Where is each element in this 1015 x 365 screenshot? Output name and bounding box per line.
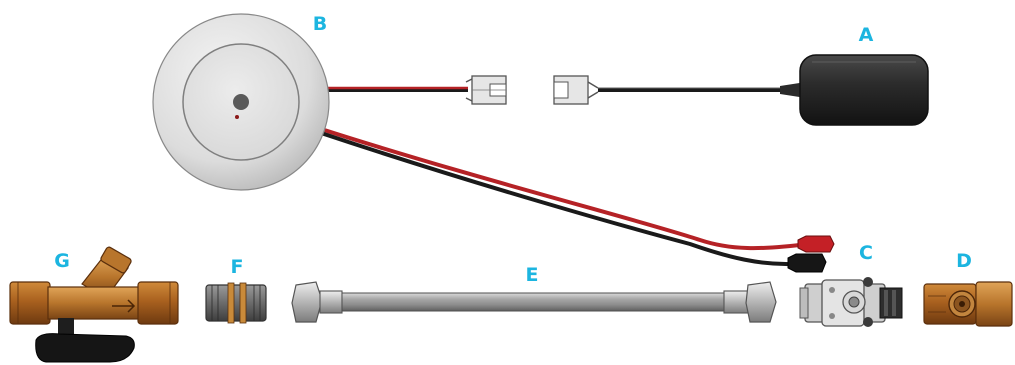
connector-plug-b (465, 75, 507, 105)
label-g: G (54, 250, 70, 272)
sensor-cable-black-long (317, 130, 796, 267)
sensor-cable-red-long (317, 126, 809, 251)
label-e: E (525, 264, 539, 286)
label-f: F (230, 256, 244, 278)
label-c: C (859, 242, 873, 264)
label-d: D (956, 250, 972, 272)
brass-check-valve-d (923, 281, 1013, 327)
connector-plug-a (553, 75, 790, 105)
sensor-lens-icon (233, 94, 249, 110)
wire-terminals (787, 235, 835, 273)
brass-ball-valve-g (9, 246, 179, 363)
braided-hose-e (291, 281, 777, 323)
power-supply-a (780, 54, 929, 126)
flow-arrow-icon (112, 299, 136, 313)
label-a: A (858, 24, 874, 46)
solenoid-valve-c (799, 277, 903, 327)
threaded-nipple-f (205, 282, 267, 324)
sensor-disc-b (152, 13, 809, 267)
label-b: B (312, 13, 328, 35)
